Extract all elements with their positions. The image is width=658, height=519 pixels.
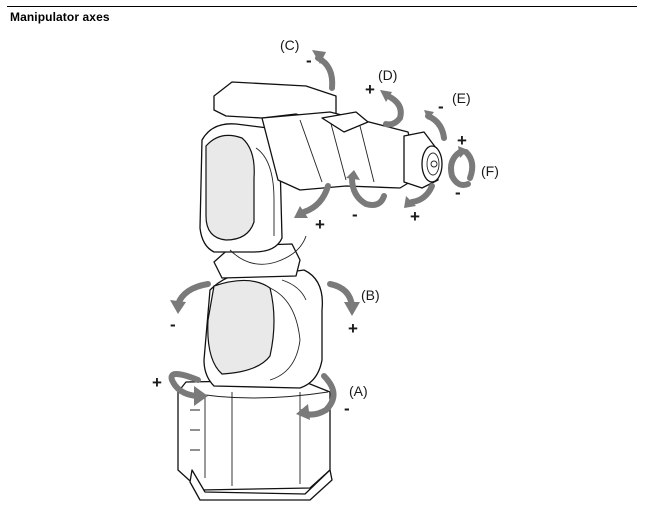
robot-base [177, 379, 333, 501]
arrow-axis-a [168, 371, 337, 420]
arrow-axis-c [294, 50, 336, 218]
arrow-axis-f [448, 146, 476, 188]
page-heading: Manipulator axes [10, 10, 110, 24]
axis-c-label: (C) [280, 37, 299, 53]
arrow-axis-b [170, 281, 360, 316]
top-rule [7, 6, 637, 7]
axis-d-plus: + [365, 80, 375, 99]
axis-d-label: (D) [378, 67, 397, 83]
axis-e-plus: + [410, 207, 420, 226]
axis-b-minus: - [170, 315, 176, 334]
robot-wrist [403, 131, 443, 189]
axis-f-plus: + [457, 131, 467, 150]
robot-forearm [213, 81, 421, 191]
arrow-axis-d [346, 90, 404, 208]
arrow-axis-e [404, 110, 447, 208]
axis-b-plus: + [348, 319, 358, 338]
axis-f-label: (F) [481, 163, 499, 179]
axis-a-plus: + [152, 373, 162, 392]
axis-d-minus: - [352, 205, 358, 224]
axis-e-minus: - [438, 97, 444, 116]
robot-upper-column [199, 123, 307, 265]
axis-e-label: (E) [452, 90, 471, 106]
axis-c-plus: + [315, 215, 325, 234]
axis-c-minus: - [306, 51, 312, 70]
robot-lower-arm [203, 243, 324, 389]
axis-b-label: (B) [361, 287, 380, 303]
axis-a-minus: - [344, 399, 350, 418]
axis-f-minus: - [455, 183, 461, 202]
axis-a-label: (A) [349, 383, 368, 399]
